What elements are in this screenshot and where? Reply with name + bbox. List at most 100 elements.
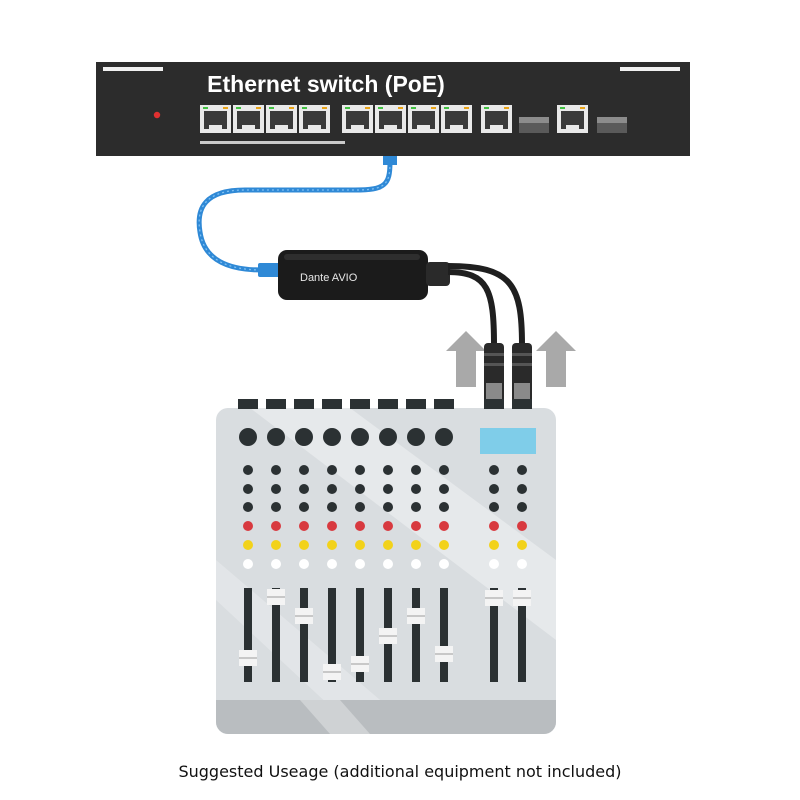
mixer-top-connectors [238, 399, 532, 409]
link-led [269, 107, 274, 109]
rj45-port [266, 105, 297, 133]
fader-track [244, 588, 252, 682]
eq-knob [383, 465, 393, 475]
mute-button [299, 559, 309, 569]
rj45-port [299, 105, 330, 133]
eq-knob [327, 502, 337, 512]
activity-led [580, 107, 585, 109]
eq-knob [411, 484, 421, 494]
switch-ports [200, 105, 627, 133]
top-connector [434, 399, 454, 409]
aux-knob [243, 521, 253, 531]
eq-knob [517, 484, 527, 494]
eq-knob [383, 502, 393, 512]
eq-knob [271, 465, 281, 475]
fader-cap-line [435, 653, 453, 655]
sfp-slot [519, 117, 549, 133]
xlr-connector-left-icon [484, 343, 504, 403]
eq-knob [439, 465, 449, 475]
mute-button [411, 559, 421, 569]
rj45-port [375, 105, 406, 133]
switch-bar [200, 141, 345, 144]
fader-track [300, 588, 308, 682]
fader-track [272, 588, 280, 682]
rj45-port [557, 105, 588, 133]
ethernet-cable-highlight [198, 161, 391, 271]
aux-knob [355, 521, 365, 531]
aux-knob [383, 521, 393, 531]
pan-knob [383, 540, 393, 550]
pan-knob [517, 540, 527, 550]
master-fader-cap-line [485, 597, 503, 599]
activity-led [365, 107, 370, 109]
ethernet-plug-switch [383, 156, 397, 165]
fader-track [356, 588, 364, 682]
xlr-connector-right-icon [512, 343, 532, 403]
eq-knob [489, 465, 499, 475]
fader-track [440, 588, 448, 682]
pan-knob [271, 540, 281, 550]
eq-knob [411, 465, 421, 475]
link-led [411, 107, 416, 109]
caption: Suggested Useage (additional equipment n… [178, 762, 622, 781]
link-led [484, 107, 489, 109]
pan-knob [327, 540, 337, 550]
top-connector [512, 399, 532, 409]
ethernet-cable [196, 156, 397, 277]
rj45-port [200, 105, 231, 133]
eq-knob [243, 502, 253, 512]
master-fader-track [490, 588, 498, 682]
link-led [560, 107, 565, 109]
rack-ear-right [620, 67, 680, 71]
eq-knob [299, 502, 309, 512]
link-led [236, 107, 241, 109]
gain-knob [407, 428, 425, 446]
eq-knob [271, 502, 281, 512]
fader-cap-line [295, 615, 313, 617]
activity-led [431, 107, 436, 109]
mute-button [489, 559, 499, 569]
activity-led [256, 107, 261, 109]
xlr-cables [447, 263, 532, 403]
sfp-slot [597, 117, 627, 133]
activity-led [289, 107, 294, 109]
mixer-screen [480, 428, 536, 454]
top-connector [322, 399, 342, 409]
rj45-port [481, 105, 512, 133]
top-connector [266, 399, 286, 409]
top-connector [406, 399, 426, 409]
ethernet-plug-adapter [258, 263, 280, 277]
up-arrow-left-icon [446, 331, 486, 387]
switch-title: Ethernet switch (PoE) [207, 71, 445, 97]
fader-cap-line [267, 596, 285, 598]
mute-button [355, 559, 365, 569]
link-led [345, 107, 350, 109]
activity-led [504, 107, 509, 109]
activity-led [223, 107, 228, 109]
master-fader-track [518, 588, 526, 682]
aux-knob [517, 521, 527, 531]
mute-button [243, 559, 253, 569]
eq-knob [243, 484, 253, 494]
eq-knob [517, 465, 527, 475]
pan-knob [355, 540, 365, 550]
fader-cap-line [351, 663, 369, 665]
top-connector [378, 399, 398, 409]
mixer-controls [239, 428, 531, 682]
eq-knob [383, 484, 393, 494]
eq-knob [327, 484, 337, 494]
pan-knob [489, 540, 499, 550]
link-led [444, 107, 449, 109]
audio-mixer [216, 399, 556, 734]
top-connector [294, 399, 314, 409]
aux-knob [439, 521, 449, 531]
eq-knob [299, 465, 309, 475]
eq-knob [327, 465, 337, 475]
up-arrow-right-icon [536, 331, 576, 387]
gain-knob [379, 428, 397, 446]
mute-button [439, 559, 449, 569]
gain-knob [239, 428, 257, 446]
pan-knob [411, 540, 421, 550]
pan-knob [439, 540, 449, 550]
eq-knob [355, 502, 365, 512]
